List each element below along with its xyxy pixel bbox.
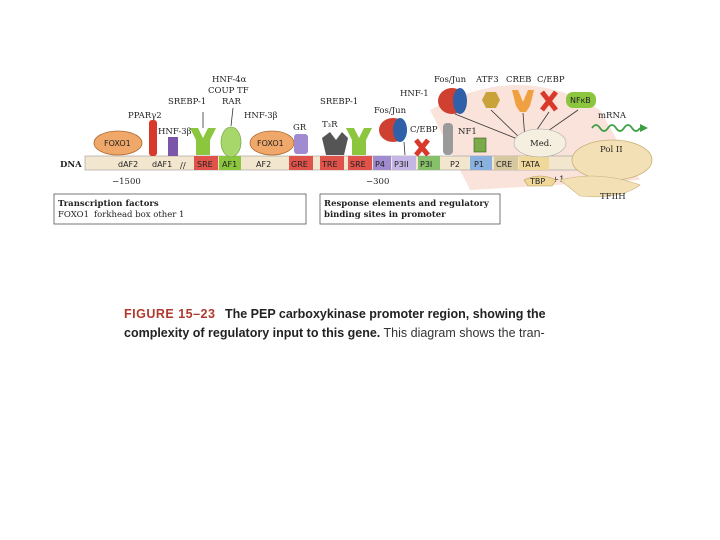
tbp-shape <box>523 175 557 187</box>
caption-title: The PEP carboxykinase promoter region, s… <box>124 307 546 340</box>
element-af1-box <box>219 156 241 170</box>
rar-label: RAR <box>222 97 242 107</box>
element-gre-box <box>289 156 313 170</box>
mrna-arrowhead <box>640 124 648 132</box>
position-plus1: +1 <box>552 175 565 185</box>
hnf3b-left-shape <box>168 137 178 156</box>
element-sre-box-1 <box>194 156 218 170</box>
element-p4: P4 <box>375 160 385 169</box>
t3r-shape <box>322 132 348 155</box>
element-tata-box <box>519 156 549 170</box>
caption-body: This diagram shows the tran- <box>383 326 545 340</box>
ppar-shape <box>149 120 157 156</box>
coup-label: COUP TF <box>208 86 249 96</box>
figure-caption: FIGURE 15–23 The PEP carboxykinase promo… <box>124 305 564 343</box>
atf3-label: ATF3 <box>475 75 499 85</box>
srebp1-left-shape <box>190 128 216 155</box>
tfiih-shape <box>559 175 641 198</box>
element-tata: TATA <box>520 160 540 169</box>
element-tre: TRE <box>321 160 338 169</box>
srebp1-right-shape <box>346 128 372 155</box>
element-daf1: dAF1 <box>152 160 172 169</box>
position-1500: −1500 <box>112 177 141 187</box>
nf1-label: NF1 <box>458 127 477 137</box>
element-p3i-box <box>418 156 440 170</box>
element-p2: P2 <box>450 160 460 169</box>
element-gre: GRE <box>291 160 308 169</box>
legend-left-abbr: FOXO1 <box>58 210 89 220</box>
element-p4-box <box>373 156 391 170</box>
hnf1-label: HNF-1 <box>400 89 429 99</box>
position-300: −300 <box>366 177 389 187</box>
cebp-mid-shape <box>414 138 430 157</box>
mediator-label: Med. <box>530 139 552 149</box>
mediator-shape <box>513 128 567 158</box>
creb-shape <box>512 90 534 112</box>
nf1-shape <box>473 137 487 153</box>
element-tre-box <box>320 156 344 170</box>
mrna-label: mRNA <box>598 111 627 121</box>
fosjun-top-label: Fos/Jun <box>434 75 467 85</box>
nfkb-shape <box>566 92 596 108</box>
fosjun-top-shape-b <box>453 88 467 114</box>
creb-label: CREB <box>506 75 531 85</box>
hnf4-label: HNF-4α <box>212 75 247 85</box>
element-cre-box <box>494 156 518 170</box>
af1-factor-shape <box>220 126 242 158</box>
element-cre: CRE <box>496 160 512 169</box>
foxo1-right-label: FOXO1 <box>257 139 284 148</box>
cebp-top-label: C/EBP <box>537 75 565 85</box>
fosjun-mid-shape-b <box>393 118 407 142</box>
dna-label: DNA <box>60 160 82 170</box>
hnf3b-left-label: HNF-3β <box>158 127 192 137</box>
nfkb-label: NFκB <box>570 96 591 105</box>
tbp-label: TBP <box>529 177 545 186</box>
dna-elements: dAF2 dAF1 SRE AF1 AF2 GRE TRE SRE P4 P3I… <box>118 156 549 170</box>
legend-right-heading-2: binding sites in promoter <box>324 210 446 220</box>
foxo1-left-shape <box>93 130 143 156</box>
srebp1-left-label: SREBP-1 <box>168 97 206 107</box>
element-p3ii-box <box>392 156 416 170</box>
pol2-label: Pol II <box>600 145 623 155</box>
hnf3b-right-label: HNF-3β <box>244 111 278 121</box>
element-sre-box-2 <box>348 156 372 170</box>
legend-left-desc: forkhead box other 1 <box>94 210 184 220</box>
element-p1-box <box>470 156 492 170</box>
element-daf2: dAF2 <box>118 160 138 169</box>
element-p1: P1 <box>474 160 484 169</box>
legend-left-box <box>53 193 307 225</box>
ppar-label: PPARγ2 <box>128 111 162 121</box>
atf3-shape <box>482 92 500 108</box>
figure-number: FIGURE 15–23 <box>124 307 216 321</box>
element-p3ii: P3II <box>394 160 409 169</box>
foxo1-left-label: FOXO1 <box>104 139 131 148</box>
cebp-mid-label: C/EBP <box>410 125 438 135</box>
legend-right-heading-1: Response elements and regulatory <box>324 199 490 209</box>
element-af1: AF1 <box>222 160 237 169</box>
dna-break-mark: // <box>180 161 186 171</box>
element-af2: AF2 <box>256 160 271 169</box>
legend-left-heading: Transcription factors <box>58 199 159 209</box>
tfiih-label: TFIIH <box>600 192 626 202</box>
srebp1-right-label: SREBP-1 <box>320 97 358 107</box>
hnf1-shape <box>443 123 453 155</box>
cebp-top-shape <box>540 90 558 112</box>
promoter-diagram: DNA // dAF2 dAF1 SRE AF1 AF2 GRE TRE SRE… <box>53 75 653 225</box>
gr-shape <box>294 134 308 154</box>
element-sre-2: SRE <box>350 160 366 169</box>
fosjun-mid-label: Fos/Jun <box>374 106 407 116</box>
t3r-label: T₃R <box>322 120 338 130</box>
element-sre-1: SRE <box>197 160 213 169</box>
mrna-squiggle <box>591 124 641 132</box>
legend-right-box <box>319 193 501 225</box>
gr-label: GR <box>293 123 307 133</box>
element-p3i: P3I <box>420 160 432 169</box>
